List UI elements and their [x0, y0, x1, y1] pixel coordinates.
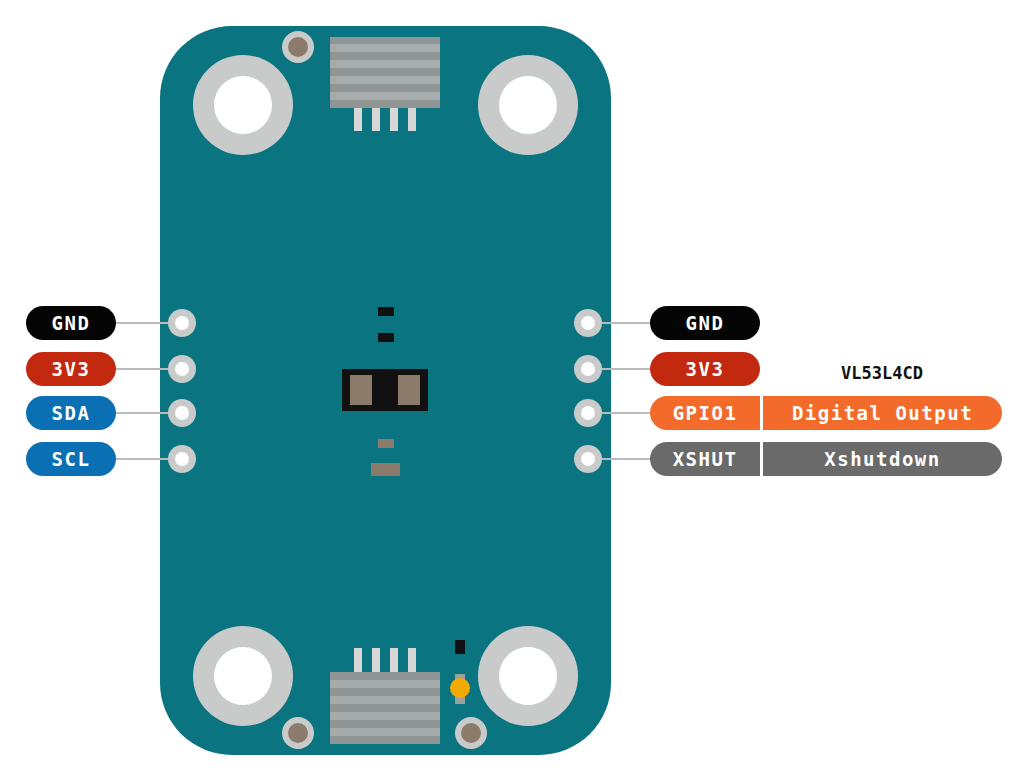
status-led	[450, 640, 470, 704]
leader-lines	[116, 323, 650, 459]
pin-name: GPIO1	[673, 402, 738, 424]
pin-name: Xshutdown	[824, 448, 940, 470]
bottom-connector	[330, 648, 440, 744]
ground-pin-label: GND	[26, 306, 116, 340]
pcb	[160, 26, 611, 755]
i2c-pin-label: SCL	[26, 442, 116, 476]
gpio-pin-label: GPIO1	[650, 396, 760, 430]
vias	[282, 31, 487, 749]
power-pin-label: 3V3	[26, 352, 116, 386]
pin-name: XSHUT	[673, 448, 738, 470]
pin-name: SCL	[52, 448, 91, 470]
pin-name: 3V3	[686, 358, 725, 380]
shutdown-pin-label: XSHUT	[650, 442, 760, 476]
pin-name: Digital Output	[792, 402, 973, 424]
pin-name: SDA	[52, 402, 91, 424]
power-pin-label: 3V3	[650, 352, 760, 386]
i2c-pin-label: SDA	[26, 396, 116, 430]
pin-name: 3V3	[52, 358, 91, 380]
header-pins	[168, 309, 602, 473]
mounting-holes	[193, 55, 578, 726]
pin-name: GND	[686, 312, 725, 334]
sensor-chip	[342, 307, 428, 476]
part-name: VL53L4CD	[841, 363, 923, 383]
pin-function-label: Digital Output	[763, 396, 1002, 430]
pin-name: GND	[52, 312, 91, 334]
pin-function-label: Xshutdown	[763, 442, 1002, 476]
ground-pin-label: GND	[650, 306, 760, 340]
top-connector	[330, 37, 440, 131]
